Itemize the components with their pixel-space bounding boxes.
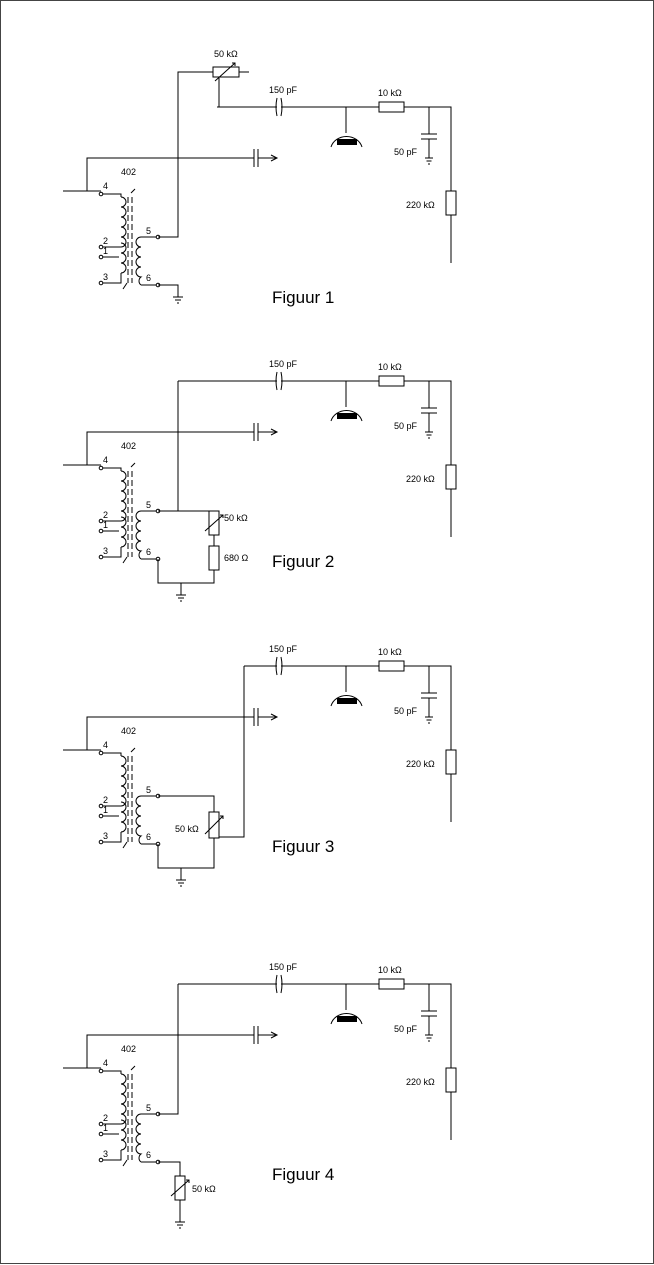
shunt-capacitor-label: 50 pF bbox=[394, 706, 418, 716]
potentiometer-label: 50 kΩ bbox=[192, 1184, 216, 1194]
pin-6-label: 6 bbox=[146, 1150, 151, 1160]
coupling-capacitor-label: 150 pF bbox=[269, 644, 298, 654]
pin-4-label: 4 bbox=[103, 1058, 108, 1068]
pin-1-label: 1 bbox=[103, 520, 108, 530]
figure-title: Figuur 4 bbox=[272, 1165, 334, 1184]
transformer-label: 402 bbox=[121, 726, 136, 736]
coupling-capacitor-label: 150 pF bbox=[269, 85, 298, 95]
shunt-capacitor-label: 50 pF bbox=[394, 147, 418, 157]
shunt-capacitor-label: 50 pF bbox=[394, 421, 418, 431]
figure-title: Figuur 1 bbox=[272, 288, 334, 307]
figure-title: Figuur 3 bbox=[272, 837, 334, 856]
pin-5-label: 5 bbox=[146, 500, 151, 510]
load-resistor-label: 220 kΩ bbox=[406, 1077, 435, 1087]
pin-6-label: 6 bbox=[146, 832, 151, 842]
pin-2-label: 2 bbox=[103, 236, 108, 246]
pin-3-label: 3 bbox=[103, 546, 108, 556]
figure-2: 4 2 1 3 5 6 402 50 kΩ 680 Ω 150 pF 10 kΩ… bbox=[62, 359, 457, 602]
coupling-capacitor-label: 150 pF bbox=[269, 359, 298, 369]
potentiometer-label: 50 kΩ bbox=[224, 513, 248, 523]
series-resistor-label: 10 kΩ bbox=[378, 965, 402, 975]
pin-2-label: 2 bbox=[103, 1113, 108, 1123]
pin-2-label: 2 bbox=[103, 795, 108, 805]
figure-title: Figuur 2 bbox=[272, 552, 334, 571]
pin-3-label: 3 bbox=[103, 1149, 108, 1159]
transformer-label: 402 bbox=[121, 167, 136, 177]
pin-6-label: 6 bbox=[146, 547, 151, 557]
load-resistor-label: 220 kΩ bbox=[406, 200, 435, 210]
pin-6-label: 6 bbox=[146, 273, 151, 283]
potentiometer-label: 50 kΩ bbox=[214, 49, 238, 59]
coupling-capacitor-label: 150 pF bbox=[269, 962, 298, 972]
series-resistor-label: 10 kΩ bbox=[378, 647, 402, 657]
load-resistor-label: 220 kΩ bbox=[406, 759, 435, 769]
transformer-label: 402 bbox=[121, 441, 136, 451]
figure-1: 4 2 1 3 5 6 402 50 kΩ 150 pF 10 kΩ 50 pF… bbox=[62, 49, 457, 307]
pin-3-label: 3 bbox=[103, 272, 108, 282]
pin-5-label: 5 bbox=[146, 785, 151, 795]
extra-resistor-label: 680 Ω bbox=[224, 553, 249, 563]
pin-3-label: 3 bbox=[103, 831, 108, 841]
load-resistor-label: 220 kΩ bbox=[406, 474, 435, 484]
figure-4: 4 2 1 3 5 6 402 50 kΩ 150 pF 10 kΩ 50 pF… bbox=[62, 962, 457, 1229]
pin-1-label: 1 bbox=[103, 246, 108, 256]
shunt-capacitor-label: 50 pF bbox=[394, 1024, 418, 1034]
figure-3: 4 2 1 3 5 6 402 50 kΩ 150 pF 10 kΩ 50 pF… bbox=[62, 644, 457, 887]
transformer-label: 402 bbox=[121, 1044, 136, 1054]
series-resistor-label: 10 kΩ bbox=[378, 88, 402, 98]
series-resistor-label: 10 kΩ bbox=[378, 362, 402, 372]
pin-1-label: 1 bbox=[103, 805, 108, 815]
pin-5-label: 5 bbox=[146, 226, 151, 236]
pin-4-label: 4 bbox=[103, 181, 108, 191]
pin-2-label: 2 bbox=[103, 510, 108, 520]
pin-5-label: 5 bbox=[146, 1103, 151, 1113]
pin-4-label: 4 bbox=[103, 740, 108, 750]
pin-4-label: 4 bbox=[103, 455, 108, 465]
potentiometer-label: 50 kΩ bbox=[175, 824, 199, 834]
pin-1-label: 1 bbox=[103, 1123, 108, 1133]
